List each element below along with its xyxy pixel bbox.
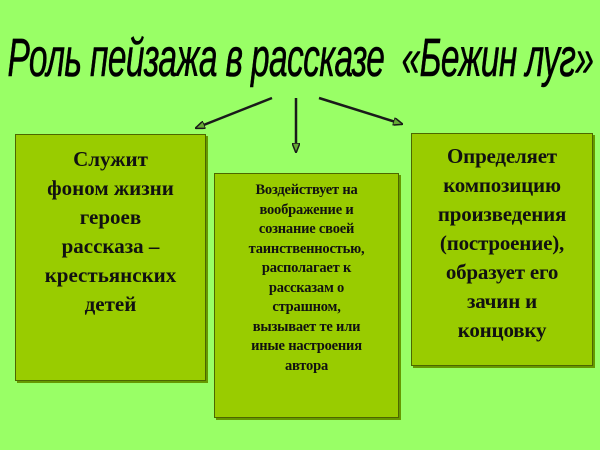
- box-background-role: Служит фоном жизни героев рассказа – кре…: [15, 134, 206, 381]
- box-line: детей: [84, 292, 137, 316]
- box-line: композицию: [443, 173, 561, 197]
- box-line: страшном,: [272, 299, 341, 315]
- box-line: таинственностью,: [248, 240, 365, 257]
- box-line: крестьянских: [44, 263, 177, 287]
- box-line: произведения: [437, 202, 567, 226]
- box-line: (построение),: [439, 231, 565, 255]
- arrow-right-icon: [318, 96, 402, 124]
- box-line: автора: [284, 357, 328, 374]
- page-title: Роль пейзажа в рассказе «Бежин луг»: [7, 28, 594, 89]
- box-line: рассказа –: [61, 234, 160, 258]
- box-line: образует его: [445, 260, 559, 284]
- box-composition-role: Определяет композицию произведения (пост…: [411, 133, 593, 366]
- box-line: концовку: [457, 318, 547, 342]
- box-line: иные настроения: [251, 338, 362, 354]
- title-container: Роль пейзажа в рассказе «Бежин луг»: [0, 26, 600, 98]
- box-line: воображение и: [259, 201, 354, 218]
- box-line: Воздействует на: [255, 182, 358, 198]
- box-imagination-role: Воздействует на воображение и сознание с…: [214, 173, 399, 418]
- box-line: героев: [79, 205, 142, 229]
- arrow-left-icon: [196, 96, 273, 128]
- box-line: вызывает те или: [252, 318, 361, 335]
- box-line: зачин и: [466, 289, 538, 313]
- box-line: сознание своей: [258, 221, 355, 237]
- box-line: фоном жизни: [47, 176, 174, 200]
- box-line: Определяет: [447, 144, 557, 168]
- box-line: рассказам о: [268, 279, 345, 296]
- box-line: Служит: [73, 147, 148, 171]
- box-line: располагает к: [261, 260, 352, 276]
